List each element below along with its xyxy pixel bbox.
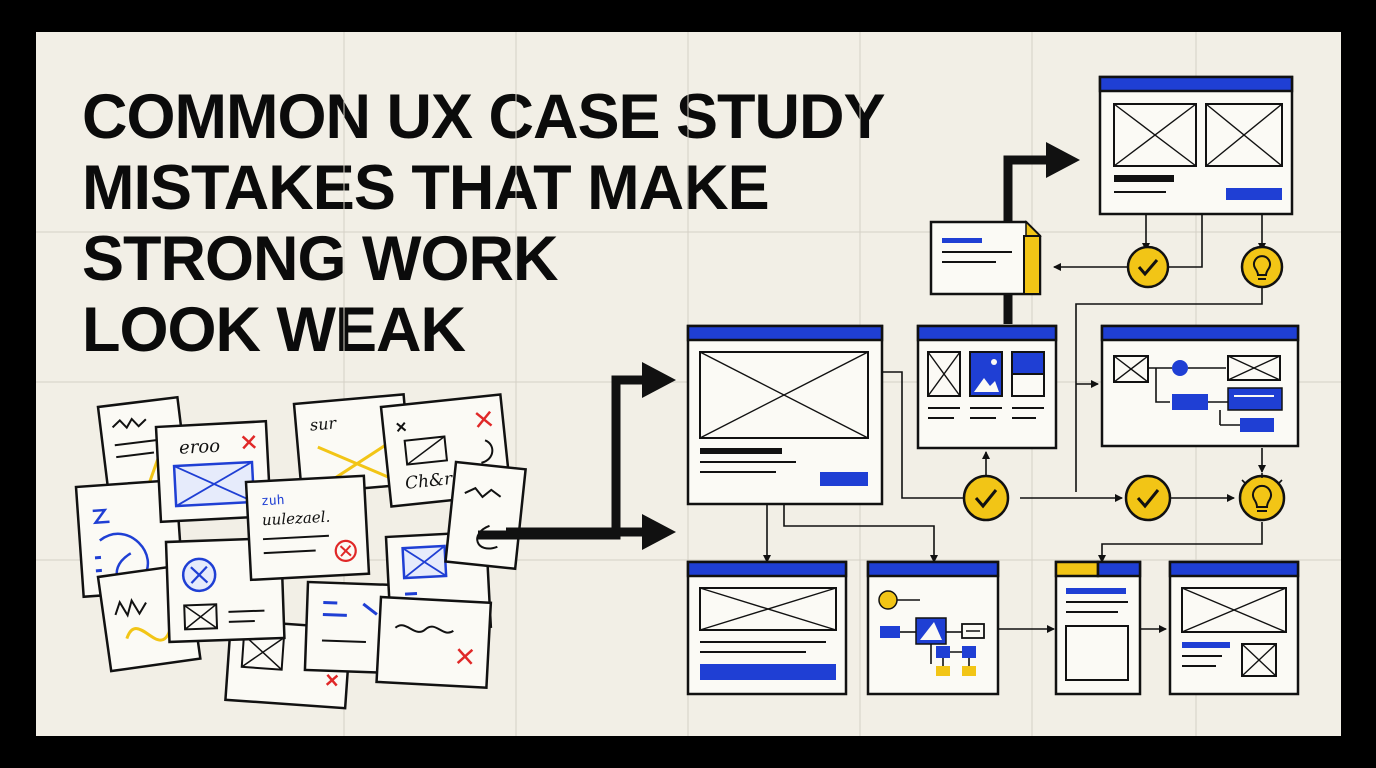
x-mark-icon: [475, 410, 493, 428]
image-placeholder-icon: [699, 587, 837, 631]
x-circle-icon: [334, 539, 357, 562]
wireframe-top-right: [1098, 75, 1294, 216]
image-placeholder-icon: [1241, 643, 1277, 677]
arrow-icon: [642, 362, 676, 398]
scribble-text-eroo: eroo: [179, 436, 221, 459]
image-placeholder-icon: [1113, 355, 1149, 383]
headline: COMMON UX CASE STUDY MISTAKES THAT MAKE …: [82, 82, 1002, 366]
image-placeholder-icon: [1113, 103, 1197, 167]
wireframe-bottom-1: [686, 560, 848, 696]
arrow-icon: [642, 514, 676, 550]
arrow-icon: [1046, 142, 1080, 178]
diagram-artwork: sur: [36, 32, 1341, 736]
wireframe-bottom-3: [1054, 560, 1142, 696]
illustration-canvas: COMMON UX CASE STUDY MISTAKES THAT MAKE …: [36, 32, 1341, 736]
x-mark-icon: [456, 648, 474, 665]
headline-line-4: LOOK WEAK: [82, 295, 466, 365]
wireframe-bottom-2: [866, 560, 1000, 696]
sketch-card-13: [444, 460, 527, 571]
sketch-card-12: [375, 595, 493, 689]
check-icon-2: [962, 474, 1010, 522]
headline-line-3: STRONG WORK: [82, 224, 558, 294]
image-placeholder-icon: [1205, 103, 1283, 167]
headline-line-1: COMMON UX CASE STUDY: [82, 82, 886, 152]
x-mark-icon: [325, 674, 339, 687]
image-placeholder-icon: [699, 351, 869, 439]
connector-lines: [763, 214, 1266, 633]
wireframe-flow: [1100, 324, 1300, 448]
wireframe-bottom-4: [1168, 560, 1300, 696]
wireframe-gallery: [916, 324, 1058, 450]
scribble-text-uulezael: uulezael.: [262, 508, 331, 530]
sketch-card-6: eroo: [154, 419, 273, 524]
check-icon-3: [1124, 474, 1172, 522]
image-placeholder-icon: [1227, 355, 1281, 381]
check-icon-1: [1126, 245, 1170, 289]
lightbulb-icon-2: [1238, 473, 1286, 522]
lightbulb-icon-1: [1240, 245, 1284, 289]
x-mark-icon: [241, 435, 257, 450]
sketch-card-9: zuh uulezael.: [244, 474, 371, 582]
image-placeholder-icon: [1181, 587, 1287, 633]
sticky-note-doc: [929, 220, 1042, 296]
image-placeholder-icon: [927, 351, 961, 397]
messy-sketch-pile: sur: [74, 393, 527, 710]
scribble-text-sur: sur: [309, 413, 338, 434]
wireframe-main: [686, 324, 884, 506]
scribble-text-zuh: zuh: [261, 493, 285, 509]
headline-line-2: MISTAKES THAT MAKE: [82, 153, 770, 223]
sparkle-icon: [1336, 722, 1341, 736]
